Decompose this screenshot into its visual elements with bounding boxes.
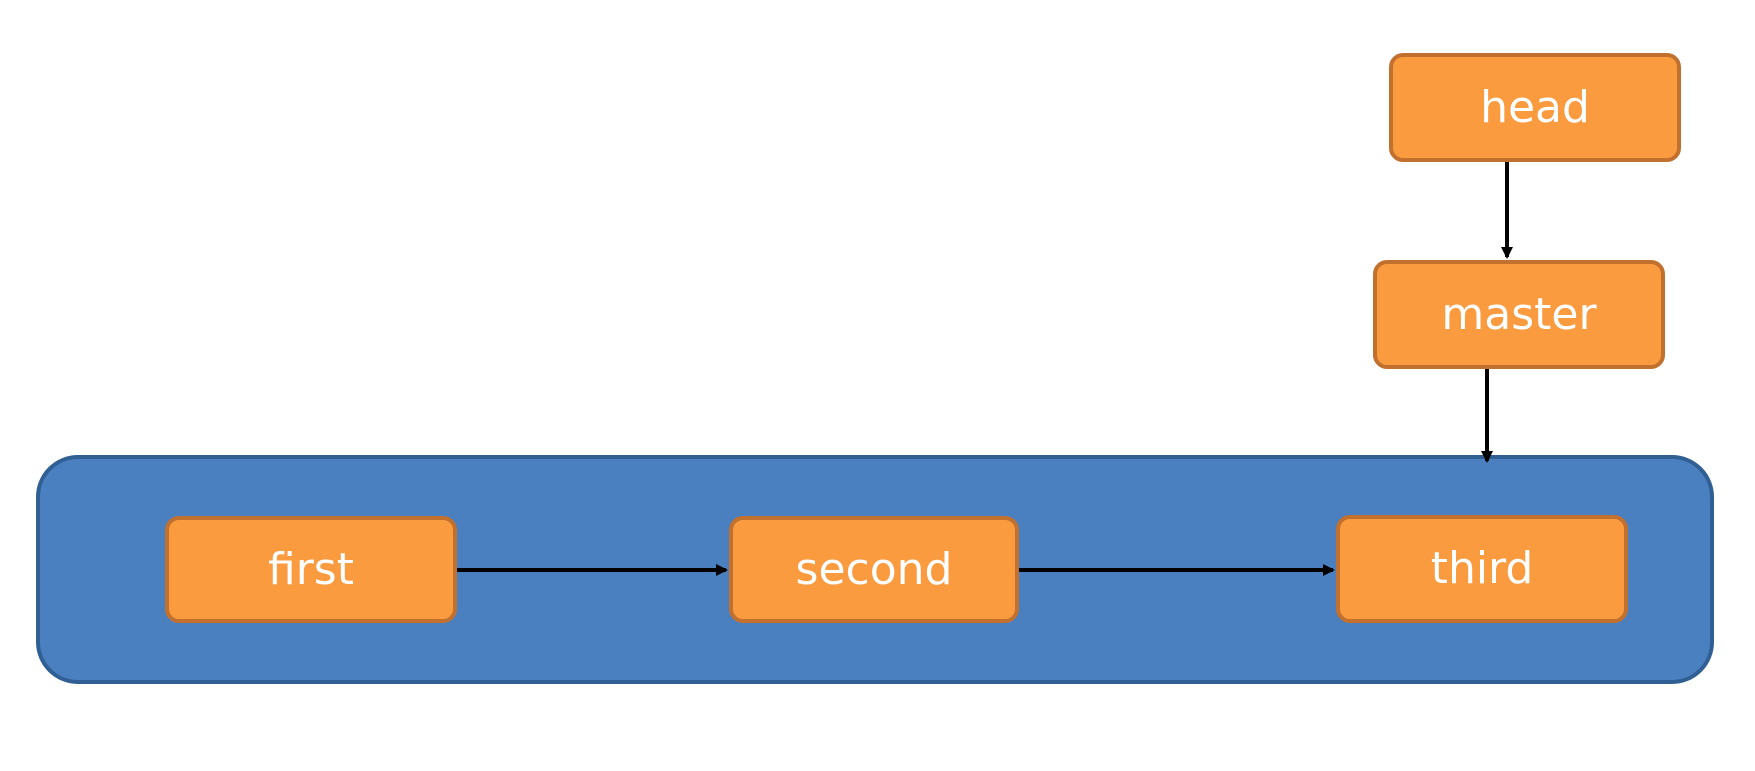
node-first: first: [165, 516, 457, 623]
node-third-label: third: [1430, 543, 1534, 594]
node-master-label: master: [1441, 288, 1597, 340]
node-master: master: [1373, 260, 1665, 369]
node-third: third: [1336, 515, 1628, 623]
node-head: head: [1389, 53, 1681, 162]
node-first-label: first: [268, 543, 354, 595]
node-second: second: [729, 516, 1019, 623]
node-second-label: second: [795, 543, 953, 595]
node-head-label: head: [1480, 81, 1590, 133]
